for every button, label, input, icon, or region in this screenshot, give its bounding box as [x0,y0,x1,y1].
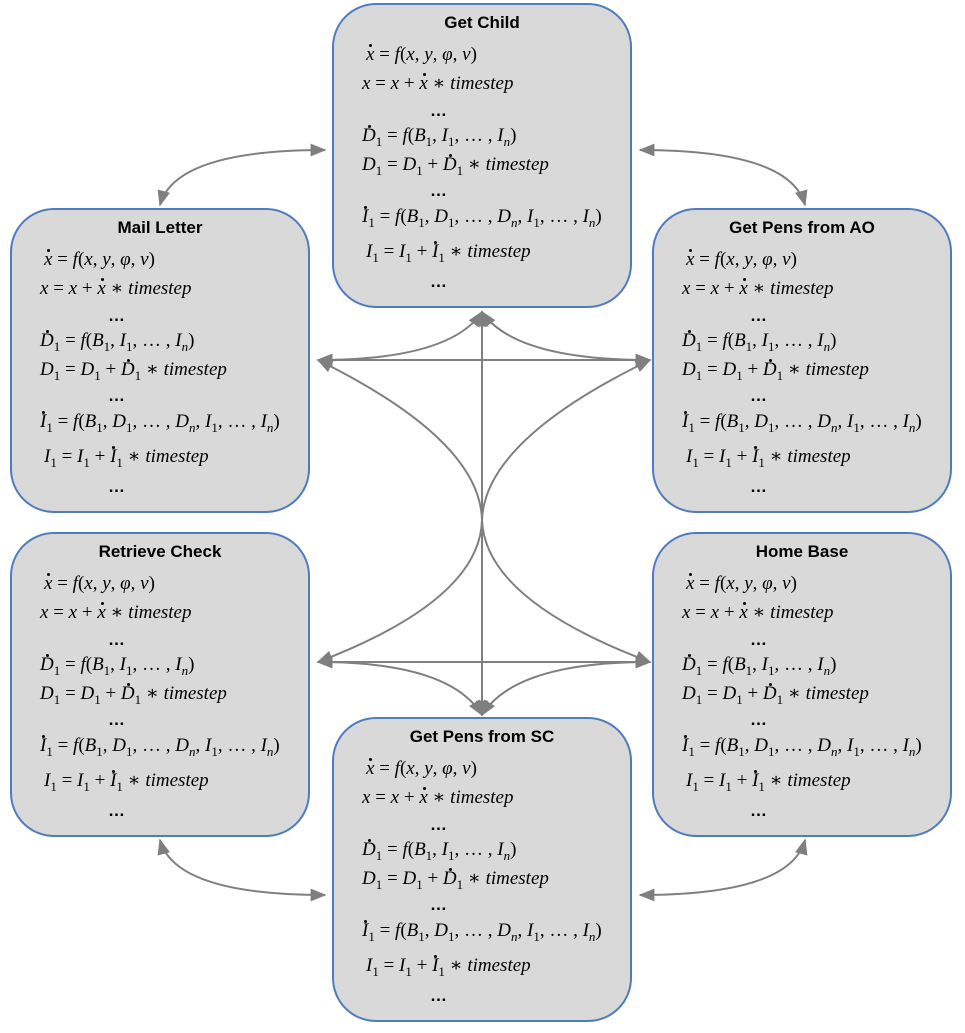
ellipsis: … [750,710,768,729]
equation-line: I1 = I1 + I1 ∗ timestep [686,446,851,470]
ellipsis: … [750,477,768,496]
equation-line: I1 = f(B1, D1, … , Dn, I1, … , In) [362,920,602,944]
state-box-get-pens-from-ao: Get Pens from AO x = f(x, y, φ, v) x = x … [652,208,952,513]
equation-line: I1 = I1 + I1 ∗ timestep [686,770,851,794]
equation-line: D1 = D1 + D1 ∗ timestep [362,154,549,178]
equation-line: x = x + x ∗ timestep [40,278,192,299]
equation-line: D1 = D1 + D1 ∗ timestep [682,683,869,707]
arrow-get-pens-sc-retrieve-check-curve [316,655,483,717]
equation-line: D1 = f(B1, I1, … , In) [682,330,837,354]
state-box-mail-letter: Mail Letter x = f(x, y, φ, v) x = x + x ∗… [10,208,310,513]
state-box-get-pens-from-sc: Get Pens from SC x = f(x, y, φ, v) x = x … [332,717,632,1022]
equation-line: x = f(x, y, φ, v) [44,573,155,594]
state-box-get-child: Get Child x = f(x, y, φ, v) x = x + x ∗ t… [332,3,632,308]
state-box-retrieve-check: Retrieve Check x = f(x, y, φ, v) x = x + … [10,532,310,837]
equation-line: I1 = I1 + I1 ∗ timestep [366,241,531,265]
ellipsis: … [108,386,126,405]
ellipsis: … [750,630,768,649]
arrow-get-child-mail-letter-curve [316,310,483,367]
equation-line: D1 = D1 + D1 ∗ timestep [40,683,227,707]
equation-line: I1 = I1 + I1 ∗ timestep [44,446,209,470]
ellipsis: … [108,710,126,729]
arrow-mail-letter-home-base-curve [316,359,652,663]
equation-line: x = x + x ∗ timestep [682,278,834,299]
equation-line: x = f(x, y, φ, v) [366,758,477,779]
equation-line: I1 = f(B1, D1, … , Dn, I1, … , In) [40,411,280,435]
equation-line: D1 = f(B1, I1, … , In) [362,839,517,863]
arrow-get-pens-sc-home-base [638,838,808,902]
equation-line: x = x + x ∗ timestep [362,73,514,94]
arrow-get-child-get-pens-ao [638,143,808,207]
equation-line: D1 = D1 + D1 ∗ timestep [682,359,869,383]
equation-line: D1 = f(B1, I1, … , In) [40,330,195,354]
ellipsis: … [750,306,768,325]
equation-line: D1 = f(B1, I1, … , In) [40,654,195,678]
ellipsis: … [430,101,448,120]
ellipsis: … [108,801,126,820]
ellipsis: … [430,181,448,200]
state-title: Retrieve Check [98,542,222,561]
ellipsis: … [430,815,448,834]
equation-line: x = f(x, y, φ, v) [686,573,797,594]
state-title: Mail Letter [117,218,203,237]
ellipsis: … [108,477,126,496]
equation-line: x = f(x, y, φ, v) [686,249,797,270]
ellipsis: … [430,986,448,1005]
equation-line: I1 = f(B1, D1, … , Dn, I1, … , In) [362,206,602,230]
equation-line: I1 = I1 + I1 ∗ timestep [366,955,531,979]
state-title: Get Pens from AO [729,218,875,237]
equation-line: x = x + x ∗ timestep [40,602,192,623]
arrow-get-child-get-pens-ao-curve [481,310,652,367]
equation-line: x = f(x, y, φ, v) [366,44,477,65]
equation-line: x = x + x ∗ timestep [362,787,514,808]
ellipsis: … [430,895,448,914]
arrow-get-pens-ao-retrieve-check-curve [316,359,652,663]
equation-line: I1 = f(B1, D1, … , Dn, I1, … , In) [40,735,280,759]
equation-line: I1 = I1 + I1 ∗ timestep [44,770,209,794]
ellipsis: … [430,272,448,291]
ellipsis: … [750,801,768,820]
state-title: Home Base [755,542,849,561]
ellipsis: … [750,386,768,405]
equation-line: D1 = D1 + D1 ∗ timestep [362,868,549,892]
ellipsis: … [108,630,126,649]
equation-line: D1 = f(B1, I1, … , In) [682,654,837,678]
arrow-get-pens-sc-home-base-curve [481,655,652,717]
equation-line: I1 = f(B1, D1, … , Dn, I1, … , In) [682,735,922,759]
equation-line: I1 = f(B1, D1, … , Dn, I1, … , In) [682,411,922,435]
equation-line: x = f(x, y, φ, v) [44,249,155,270]
ellipsis: … [108,306,126,325]
state-box-home-base: Home Base x = f(x, y, φ, v) x = x + x ∗ t… [652,532,952,837]
equation-line: D1 = D1 + D1 ∗ timestep [40,359,227,383]
arrow-mail-letter-get-child [157,143,327,207]
state-title: Get Pens from SC [409,727,555,746]
equation-line: x = x + x ∗ timestep [682,602,834,623]
arrow-retrieve-check-get-pens-sc [157,838,327,902]
state-title: Get Child [444,13,520,32]
equation-line: D1 = f(B1, I1, … , In) [362,125,517,149]
